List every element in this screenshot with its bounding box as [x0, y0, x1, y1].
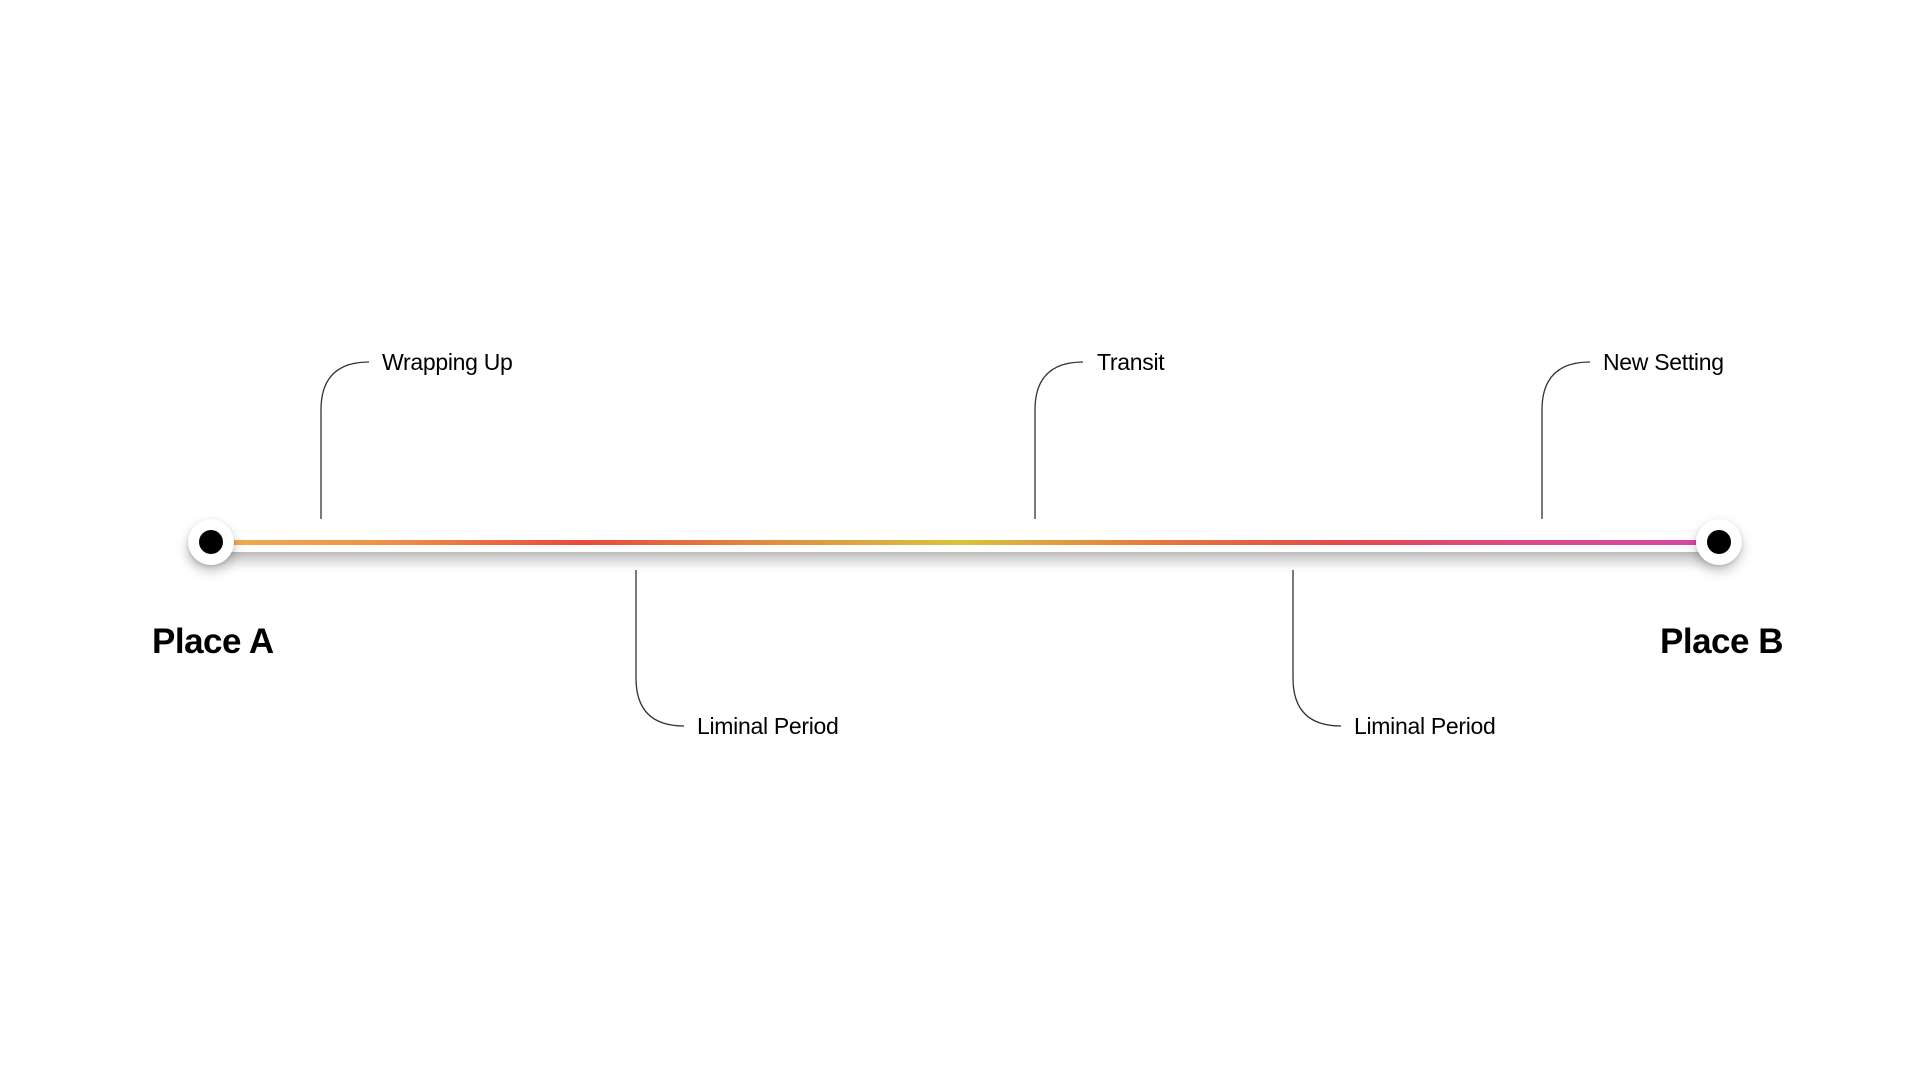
end-place-label: Place B	[1660, 622, 1783, 661]
stage-label-wrapping-up: Wrapping Up	[382, 349, 513, 375]
stage-label-transit: Transit	[1097, 349, 1165, 375]
stage-label-liminal-period-1: Liminal Period	[697, 713, 839, 739]
start-point-marker	[188, 519, 234, 565]
stage-label-new-setting: New Setting	[1603, 349, 1724, 375]
start-dot-icon	[199, 530, 223, 554]
stage-label-liminal-period-2: Liminal Period	[1354, 713, 1496, 739]
connector-liminal-period-1	[635, 570, 685, 727]
start-place-label: Place A	[152, 622, 274, 661]
connector-new-setting	[1541, 361, 1591, 519]
end-point-marker	[1696, 519, 1742, 565]
connector-transit	[1034, 361, 1084, 519]
timeline-gradient-line	[200, 540, 1720, 545]
connector-wrapping-up	[320, 361, 370, 519]
connector-liminal-period-2	[1292, 570, 1342, 727]
end-dot-icon	[1707, 530, 1731, 554]
